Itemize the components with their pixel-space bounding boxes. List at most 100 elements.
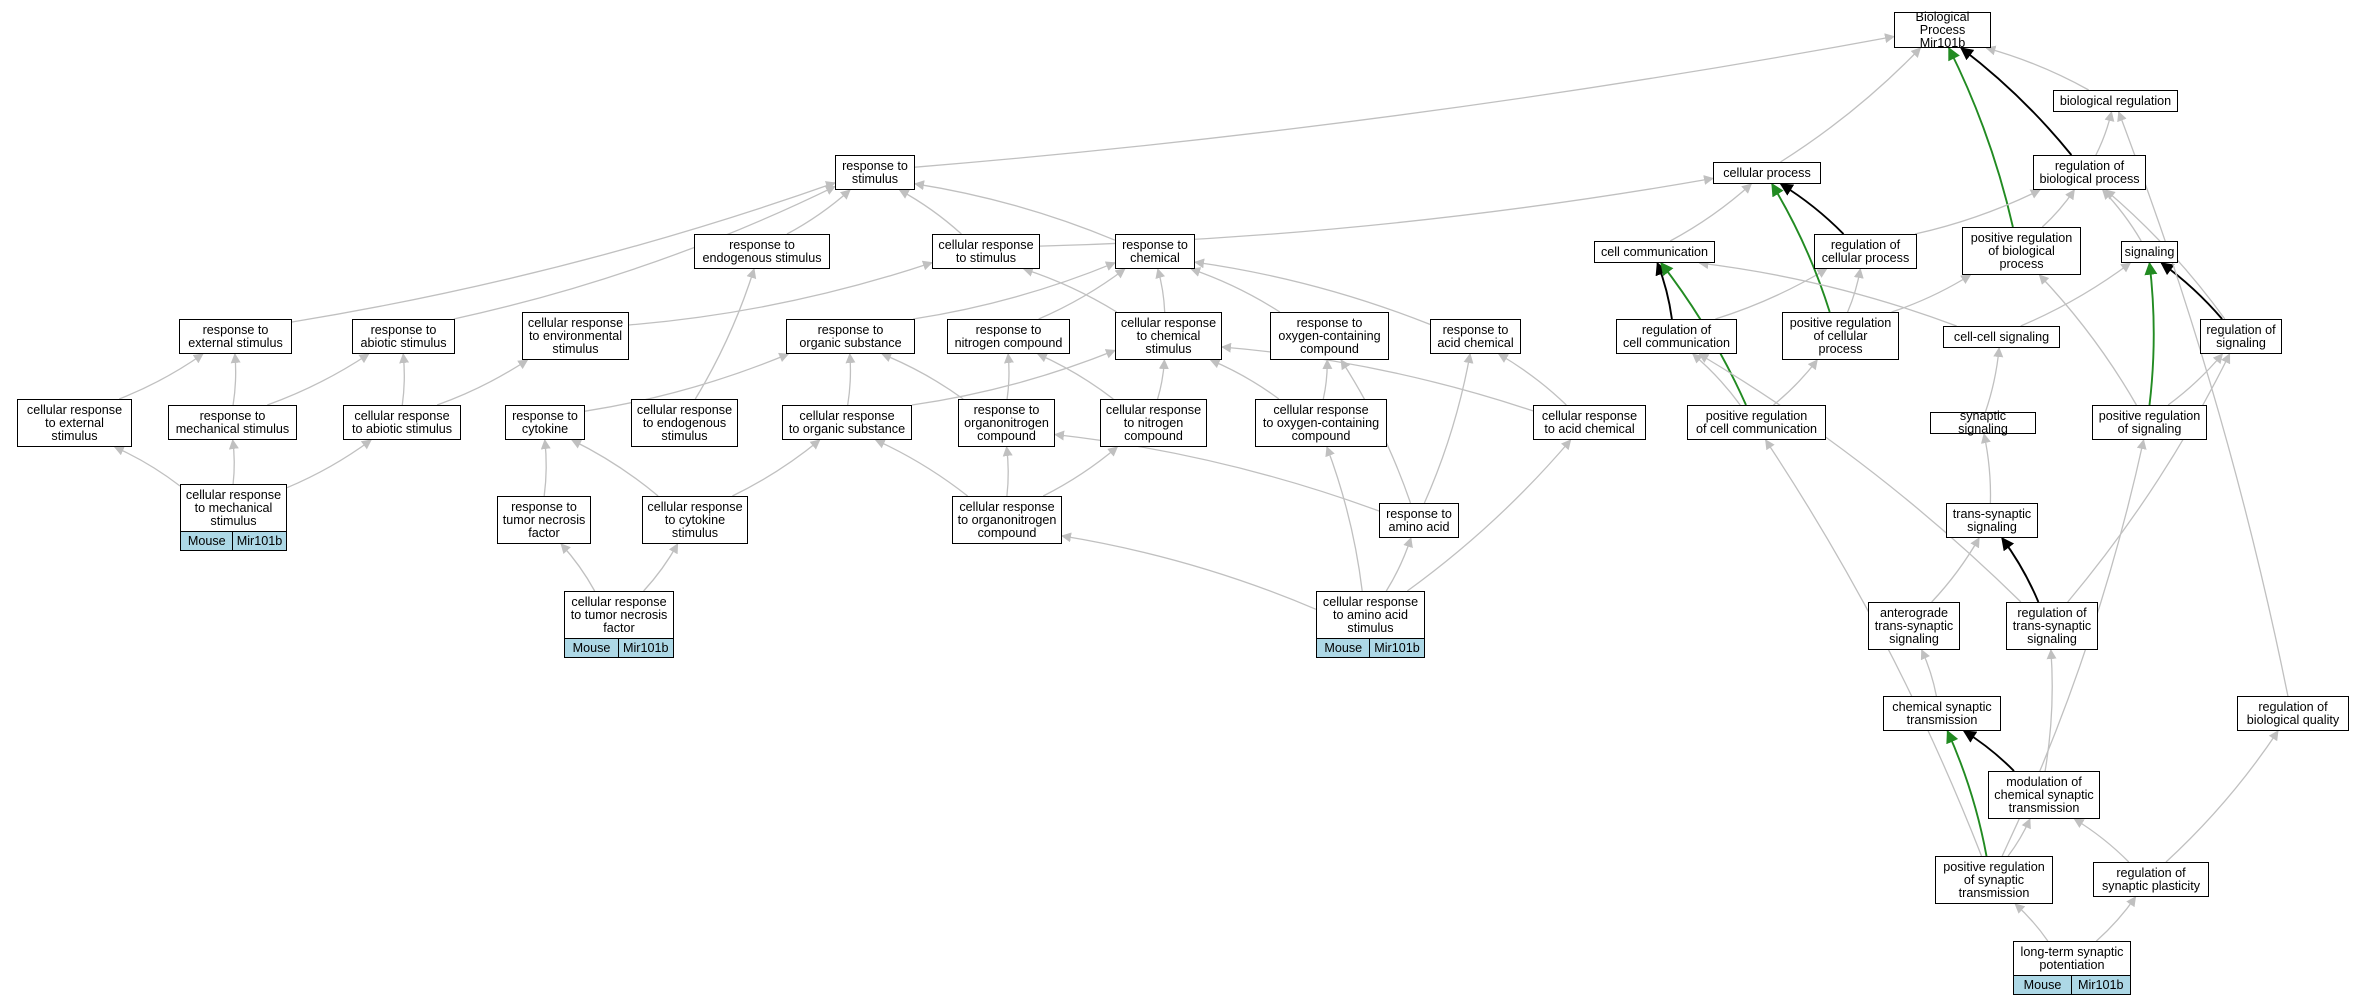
- go-term-node[interactable]: cellular response to external stimulus: [17, 399, 132, 447]
- edge-is-a: [1322, 359, 1333, 400]
- go-term-node[interactable]: cell communication: [1594, 241, 1715, 263]
- edge-positively-regulates: [1948, 46, 2014, 228]
- edge-is-a: [2007, 818, 2031, 857]
- edge-is-a: [2095, 111, 2115, 156]
- go-term-node[interactable]: response to chemical: [1115, 234, 1195, 269]
- edge-is-a: [1221, 342, 1534, 412]
- go-term-node[interactable]: regulation of signaling: [2200, 319, 2282, 354]
- go-term-node[interactable]: synaptic signaling: [1930, 410, 2036, 436]
- go-term-node[interactable]: cellular response to stimulus: [932, 234, 1040, 269]
- edge-is-a: [1156, 359, 1169, 400]
- edge-is-a: [1773, 359, 1818, 406]
- go-term-node[interactable]: response to external stimulus: [179, 319, 292, 354]
- edge-is-a: [291, 181, 836, 323]
- go-term-node[interactable]: regulation of biological quality: [2237, 696, 2349, 731]
- edge-is-a: [1985, 45, 2090, 91]
- go-term-node[interactable]: response to cytokine: [505, 405, 585, 440]
- edge-is-a: [1003, 353, 1014, 400]
- go-term-node[interactable]: cellular response to chemical stimulus: [1115, 312, 1222, 360]
- go-term-node[interactable]: cellular response to environmental stimu…: [522, 312, 629, 360]
- go-term-node[interactable]: response to acid chemical: [1430, 319, 1521, 354]
- go-term-node[interactable]: positive regulation of synaptic transmis…: [1935, 856, 2053, 904]
- edge-regulates: [2160, 262, 2223, 320]
- edge-is-a: [898, 189, 962, 235]
- edge-is-a: [118, 353, 204, 400]
- edge-is-a: [1194, 258, 1431, 326]
- go-term-node[interactable]: biological regulation: [2053, 90, 2178, 112]
- edge-is-a: [436, 359, 529, 406]
- go-term-node[interactable]: chemical synaptic transmission: [1883, 696, 2001, 731]
- go-term-node[interactable]: cellular response to cytokine stimulus: [642, 496, 748, 544]
- go-term-node[interactable]: cellular response to tumor necrosis fact…: [564, 591, 674, 639]
- go-term-node[interactable]: cellular response to nitrogen compound: [1100, 399, 1207, 447]
- edge-is-a: [911, 349, 1116, 406]
- go-term-node[interactable]: anterograde trans-synaptic signaling: [1868, 602, 1960, 650]
- go-term-node[interactable]: positive regulation of signaling: [2092, 405, 2207, 440]
- go-term-node[interactable]: cell-cell signaling: [1943, 326, 2060, 348]
- go-term-node[interactable]: Biological Process Mir101b: [1894, 10, 1991, 49]
- go-term-node[interactable]: cellular response to endogenous stimulus: [631, 399, 738, 447]
- go-term-node[interactable]: response to organic substance: [786, 319, 915, 354]
- go-term-node[interactable]: regulation of trans-synaptic signaling: [2006, 602, 2098, 650]
- go-term-node[interactable]: cellular response to oxygen-containing c…: [1255, 399, 1387, 447]
- edge-is-a: [571, 439, 659, 497]
- edge-is-a: [2165, 730, 2279, 863]
- gene-tag: Mir101b: [617, 637, 674, 658]
- go-term-node[interactable]: cellular process: [1713, 162, 1821, 184]
- go-term-node[interactable]: regulation of biological process: [2033, 155, 2146, 190]
- go-term-node[interactable]: cellular response to organic substance: [782, 405, 912, 440]
- edge-is-a: [2102, 189, 2142, 242]
- edge-is-a: [2117, 111, 2289, 697]
- go-term-node[interactable]: response to stimulus: [835, 155, 915, 190]
- edge-is-a: [1036, 353, 1114, 400]
- go-term-node[interactable]: response to abiotic stimulus: [352, 319, 455, 354]
- edge-is-a: [1190, 267, 1281, 313]
- edge-is-a: [874, 439, 969, 497]
- go-term-node[interactable]: cellular response to abiotic stimulus: [343, 405, 461, 440]
- edge-positively-regulates: [1946, 729, 1988, 857]
- edge-regulates: [1779, 183, 1845, 235]
- edge-is-a: [1061, 532, 1317, 610]
- edge-is-a: [1669, 183, 1753, 242]
- go-term-node[interactable]: response to organonitrogen compound: [958, 399, 1055, 447]
- edge-is-a: [1698, 259, 1957, 327]
- go-term-node[interactable]: positive regulation of cell communicatio…: [1687, 405, 1826, 440]
- species-tag: Mouse: [180, 530, 234, 551]
- edge-is-a: [540, 439, 551, 497]
- edge-is-a: [1042, 446, 1119, 497]
- go-term-node[interactable]: positive regulation of cellular process: [1782, 312, 1899, 360]
- edge-is-a: [1423, 353, 1474, 504]
- edge-is-a: [1984, 347, 2004, 413]
- go-term-node[interactable]: signaling: [2121, 241, 2178, 263]
- go-term-node[interactable]: response to nitrogen compound: [947, 319, 1070, 354]
- edge-regulates: [1655, 261, 1673, 320]
- edge-is-a: [1209, 358, 1280, 400]
- go-term-node[interactable]: response to mechanical stimulus: [168, 405, 297, 440]
- edge-regulates: [2001, 536, 2040, 603]
- go-term-node[interactable]: modulation of chemical synaptic transmis…: [1988, 771, 2100, 819]
- edge-is-a: [1406, 439, 1572, 592]
- edge-is-a: [1692, 353, 1741, 406]
- go-term-node[interactable]: cellular response to amino acid stimulus: [1316, 591, 1425, 639]
- edge-is-a: [1931, 537, 1980, 603]
- go-term-node[interactable]: long-term synaptic potentiation: [2013, 941, 2131, 976]
- edge-is-a: [113, 446, 181, 487]
- go-term-node[interactable]: regulation of cellular process: [1814, 234, 1917, 269]
- go-term-node[interactable]: response to oxygen-containing compound: [1270, 312, 1389, 360]
- go-term-node[interactable]: response to endogenous stimulus: [694, 234, 830, 269]
- go-term-node[interactable]: response to amino acid: [1379, 503, 1459, 538]
- edge-positively-regulates: [1771, 182, 1831, 313]
- edge-is-a: [694, 268, 757, 400]
- edge-is-a: [1980, 433, 1992, 504]
- edge-is-a: [230, 353, 241, 406]
- gene-tag: Mir101b: [1369, 637, 1425, 658]
- go-term-node[interactable]: cellular response to organonitrogen comp…: [952, 496, 1062, 544]
- go-term-node[interactable]: regulation of cell communication: [1616, 319, 1737, 354]
- go-term-node[interactable]: regulation of synaptic plasticity: [2093, 862, 2209, 897]
- go-term-node[interactable]: positive regulation of biological proces…: [1962, 227, 2081, 275]
- go-term-node[interactable]: response to tumor necrosis factor: [497, 496, 591, 544]
- go-term-node[interactable]: cellular response to mechanical stimulus: [180, 484, 287, 532]
- go-term-node[interactable]: cellular response to acid chemical: [1533, 405, 1646, 440]
- go-term-node[interactable]: trans-synaptic signaling: [1946, 503, 2038, 538]
- edge-positively-regulates: [2144, 261, 2158, 406]
